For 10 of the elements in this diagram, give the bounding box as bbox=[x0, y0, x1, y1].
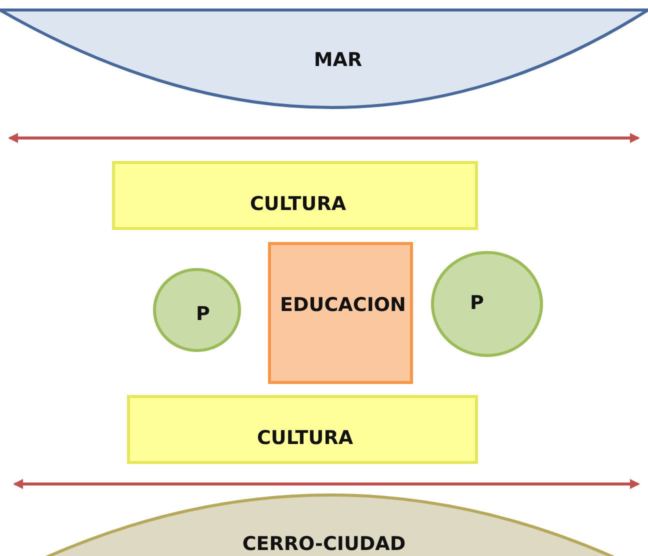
node-label: CERRO-CIUDAD bbox=[242, 533, 406, 555]
node-label: EDUCACION bbox=[280, 294, 406, 316]
node-label: CULTURA bbox=[256, 427, 354, 449]
node-label: P bbox=[470, 292, 484, 314]
node-label: MAR bbox=[314, 49, 362, 71]
process-box bbox=[268, 242, 413, 384]
node-label: CULTURA bbox=[250, 193, 346, 215]
process-box bbox=[112, 161, 478, 230]
node-label: P bbox=[196, 303, 210, 325]
process-box bbox=[127, 395, 478, 464]
